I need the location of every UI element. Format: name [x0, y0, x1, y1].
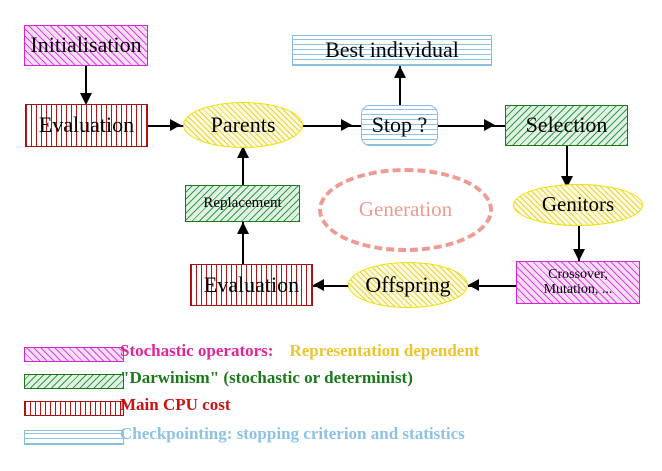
node-evaluation-top-label: Evaluation	[38, 112, 135, 138]
node-crossover-label-line2: Mutation, ...	[543, 281, 613, 297]
connector-genitors-to-crossover	[578, 225, 580, 262]
legend-text-stochastic: Stochastic operators: Representation depe…	[120, 341, 479, 361]
node-selection[interactable]: Selection	[505, 105, 628, 146]
legend-text-cpu-cost: Main CPU cost	[120, 395, 231, 414]
connector-offspring-to-evaluation	[313, 285, 355, 287]
arrowhead-replacement-to-parents	[237, 146, 249, 158]
connector-selection-to-genitors	[566, 146, 568, 188]
node-parents[interactable]: Parents	[183, 102, 303, 148]
node-initialisation-label: Initialisation	[30, 32, 142, 58]
legend-label-representation: Representation dependent	[289, 341, 480, 360]
node-evaluation-bottom[interactable]: Evaluation	[190, 264, 313, 306]
arrowhead-stop-to-best-individual	[394, 66, 406, 78]
arrowhead-stop-to-selection	[484, 119, 495, 131]
node-best-individual-label: Best individual	[325, 37, 459, 63]
node-evaluation-bottom-label: Evaluation	[203, 271, 300, 297]
node-crossover-label-line1: Crossover,	[548, 267, 608, 283]
node-generation-label: Generation	[358, 197, 453, 222]
node-genitors[interactable]: Genitors	[513, 184, 643, 226]
connector-replacement-to-parents	[242, 146, 244, 186]
legend-row-checkpointing: Checkpointing: stopping criterion and st…	[0, 424, 662, 454]
node-evaluation-top[interactable]: Evaluation	[25, 104, 148, 147]
node-initialisation[interactable]: Initialisation	[24, 25, 148, 66]
node-offspring-label: Offspring	[365, 271, 451, 297]
node-replacement[interactable]: Replacement	[185, 185, 300, 222]
node-selection-label: Selection	[525, 112, 608, 138]
legend-swatch-magenta-diagonal-hatch-icon	[24, 347, 124, 362]
connector-evaluation-to-parents	[148, 125, 184, 127]
node-best-individual[interactable]: Best individual	[292, 35, 492, 66]
legend-swatch-blue-horizontal-hatch-icon	[24, 430, 124, 445]
connector-crossover-to-offspring	[468, 285, 517, 287]
node-stop-label: Stop ?	[371, 112, 428, 138]
node-stop[interactable]: Stop ?	[361, 105, 438, 146]
connector-evaluation-to-replacement	[242, 222, 244, 266]
node-genitors-label: Genitors	[541, 192, 615, 217]
connector-initialisation-to-evaluation	[85, 66, 87, 96]
connector-parents-to-stop	[303, 125, 361, 127]
node-parents-label: Parents	[210, 111, 276, 137]
node-offspring[interactable]: Offspring	[348, 262, 468, 308]
node-generation: Generation	[318, 168, 493, 252]
legend-row-darwinism: "Darwinism" (stochastic or determinist)	[0, 368, 662, 398]
legend: Stochastic operators: Representation depe…	[0, 335, 662, 471]
node-replacement-label: Replacement	[203, 194, 282, 211]
node-crossover-mutation[interactable]: Crossover, Mutation, ...	[516, 261, 640, 304]
connector-stop-to-best-individual	[399, 66, 401, 106]
legend-text-darwinism: "Darwinism" (stochastic or determinist)	[120, 368, 413, 387]
arrowhead-crossover-to-offspring	[468, 279, 479, 291]
legend-row-cpu-cost: Main CPU cost	[0, 395, 662, 425]
legend-swatch-red-vertical-hatch-icon	[24, 401, 124, 416]
legend-row-stochastic: Stochastic operators: Representation depe…	[0, 341, 662, 371]
arrowhead-parents-to-stop	[341, 119, 352, 131]
connector-stop-to-selection	[438, 125, 505, 127]
legend-label-stochastic: Stochastic operators:	[120, 341, 274, 360]
arrowhead-initialisation-to-evaluation	[80, 93, 92, 105]
arrowhead-evaluation-to-replacement	[237, 222, 249, 234]
arrowhead-offspring-to-evaluation	[313, 279, 324, 291]
legend-text-checkpointing: Checkpointing: stopping criterion and st…	[120, 424, 465, 443]
arrowhead-genitors-to-crossover	[573, 249, 585, 261]
legend-swatch-green-diagonal-hatch-icon	[24, 374, 124, 389]
arrowhead-evaluation-to-parents	[170, 119, 181, 131]
